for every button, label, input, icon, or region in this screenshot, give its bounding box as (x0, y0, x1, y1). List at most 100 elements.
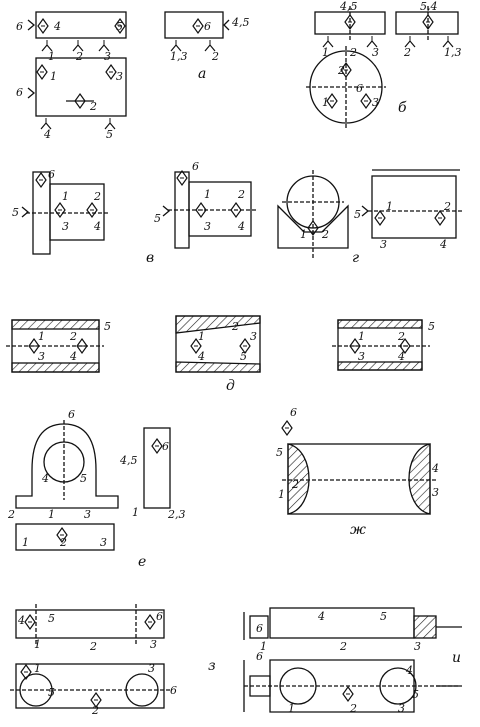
support-label: 1 (288, 702, 295, 715)
caption-b: б (398, 100, 407, 116)
support-label: 2 (349, 46, 357, 59)
caption-g: г (352, 250, 359, 266)
support-label: 2 (89, 100, 97, 113)
support-label: 4 (197, 350, 205, 363)
support-label: 3 (398, 702, 405, 715)
view-i (243, 607, 462, 713)
support-label: 1 (22, 536, 29, 549)
support-label: 4 (405, 664, 413, 677)
support-label: 5 (106, 128, 113, 141)
caption-d: д (226, 378, 235, 394)
support-label: 5 (12, 206, 19, 219)
view-z (10, 604, 170, 709)
support-label: 4,5 (119, 454, 138, 467)
support-label: 6 (16, 86, 23, 99)
support-label: 1 (48, 508, 55, 521)
support-label: 2 (231, 320, 239, 333)
support-label: 5 (80, 472, 87, 485)
support-label: 4 (237, 220, 245, 233)
support-label: 1 (322, 96, 329, 109)
support-label: 6 (156, 610, 163, 623)
caption-v: в (146, 250, 154, 266)
support-label: 2 (349, 702, 357, 715)
support-label: 2 (403, 46, 411, 59)
support-label: 4 (69, 350, 77, 363)
support-label: 3 (116, 70, 123, 83)
support-label: 3 (250, 330, 257, 343)
support-label: 2 (7, 508, 15, 521)
view-zh (281, 420, 436, 515)
support-label: 3 (38, 350, 45, 363)
support-label: 1 (386, 200, 393, 213)
support-label: 5 (240, 350, 247, 363)
support-label: 5 (154, 212, 161, 225)
support-label: 6 (68, 408, 75, 421)
support-label: 5 (104, 320, 111, 333)
support-label: 2 (89, 640, 97, 653)
support-label: 4,5 (231, 16, 250, 29)
view-b (306, 6, 459, 128)
support-label: 6 (48, 168, 55, 181)
support-label: 3 (372, 96, 379, 109)
support-label: 6 (204, 20, 211, 33)
support-label: 1 (50, 70, 57, 83)
support-label: 2 (75, 50, 83, 63)
support-label: 1 (358, 330, 365, 343)
support-label: 4 (439, 238, 447, 251)
support-label: 6 (256, 650, 263, 663)
support-label: 1 (38, 330, 45, 343)
support-label: 4 (317, 610, 325, 623)
support-label: 4 (53, 20, 61, 33)
support-label: 5 (428, 320, 435, 333)
support-label: 1 (322, 46, 329, 59)
support-label: 6 (290, 406, 297, 419)
support-label: 3 (414, 640, 421, 653)
support-label: 5 (116, 20, 123, 33)
support-label: 3 (100, 536, 107, 549)
support-label: 3 (372, 46, 379, 59)
support-label: 3 (148, 662, 155, 675)
support-label: 3 (62, 220, 69, 233)
support-label: 2 (91, 704, 99, 717)
support-label: 6 (256, 622, 263, 635)
support-label: 1 (34, 638, 41, 651)
support-label: 3 (104, 50, 111, 63)
support-label: 2 (59, 536, 67, 549)
support-label: 2 (321, 228, 329, 241)
support-label: 1 (278, 488, 285, 501)
support-label: 2 (237, 188, 245, 201)
labels: а 6 4 5 1 2 3 6 4,5 1,3 2 6 1 3 2 4 5 б … (7, 0, 462, 717)
support-label: 6 (162, 440, 169, 453)
caption-i: и (452, 650, 461, 666)
support-label: 3 (204, 220, 211, 233)
support-label: 4 (43, 128, 51, 141)
support-label: 3 (358, 350, 365, 363)
view-v (21, 170, 258, 255)
support-label: 6 (16, 20, 23, 33)
support-label: 2 (291, 478, 299, 491)
support-label: 5 (412, 688, 419, 701)
support-label: 5 (380, 610, 387, 623)
support-label: 5 (354, 208, 361, 221)
caption-e: е (138, 554, 146, 570)
view-a (27, 11, 230, 130)
support-label: 2 (337, 64, 345, 77)
support-label: 4 (431, 462, 439, 475)
caption-zh: ж (350, 522, 366, 538)
support-label: 1,3 (170, 50, 188, 63)
support-label: 2 (93, 190, 101, 203)
support-label: 4,5 (339, 0, 358, 13)
support-label: 4 (397, 350, 405, 363)
support-label: 2 (69, 330, 77, 343)
caption-z: з (208, 658, 216, 674)
support-label: 3 (432, 486, 439, 499)
support-label: 3 (84, 508, 91, 521)
support-label: 4 (41, 472, 49, 485)
view-g (277, 169, 462, 258)
support-label: 1 (132, 506, 139, 519)
view-d (6, 315, 430, 373)
support-label: 1 (260, 640, 267, 653)
support-label: 2,3 (167, 508, 186, 521)
support-label: 5,4 (420, 0, 438, 13)
